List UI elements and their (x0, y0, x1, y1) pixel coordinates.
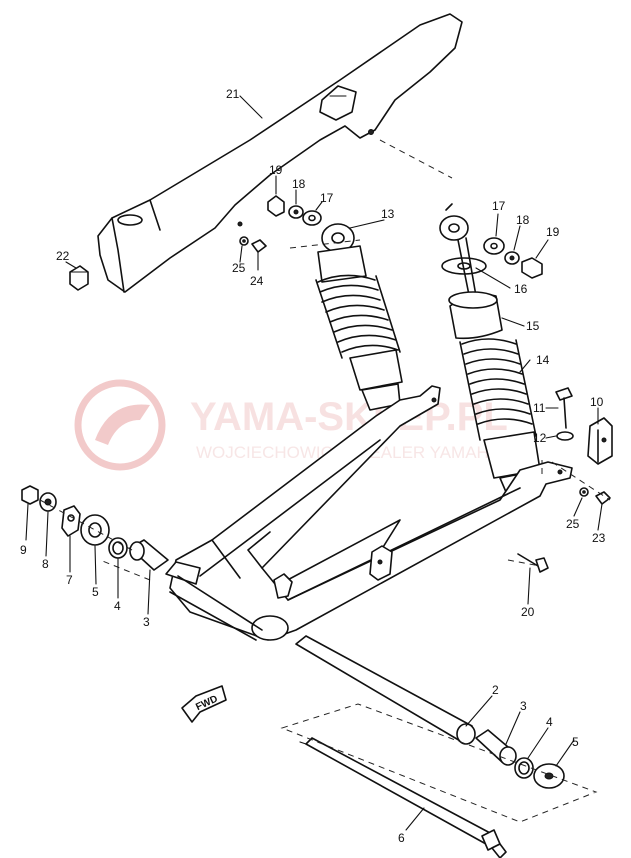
part-5-seal-left (80, 514, 110, 546)
part-23-bolt (595, 491, 611, 505)
callout-18-right: 18 (516, 213, 530, 227)
part-22-cap (69, 265, 89, 291)
part-25-washer-upper (239, 236, 249, 246)
callout-17-right: 17 (492, 199, 506, 213)
callout-2: 2 (492, 683, 499, 697)
callout-19-right: 19 (546, 225, 560, 239)
callout-7: 7 (66, 573, 73, 587)
part-25-washer-lower (579, 487, 589, 497)
part-6-pivot-shaft (299, 737, 507, 858)
callout-25-lower: 25 (566, 517, 580, 531)
part-8-washer (39, 492, 57, 512)
swing-arm-frame (165, 385, 573, 641)
callout-4-left: 4 (114, 599, 121, 613)
part-18-washer-left (288, 205, 304, 219)
callout-20: 20 (521, 605, 535, 619)
callout-21: 21 (226, 87, 240, 101)
callout-6: 6 (398, 831, 405, 845)
callout-labels: 21 22 25 24 19 18 17 13 17 18 19 16 15 1… (20, 87, 606, 845)
callout-18-left: 18 (292, 177, 306, 191)
part-17-washer-left (302, 210, 322, 226)
callout-13: 13 (381, 207, 395, 221)
callout-8: 8 (42, 557, 49, 571)
part-15-dust-cover (448, 291, 503, 340)
part-9-nut (21, 485, 39, 505)
watermark-title: YAMA-SKLEP.PL (190, 395, 508, 439)
part-4-ring-right (514, 757, 534, 779)
callout-5-left: 5 (92, 585, 99, 599)
callout-25-upper: 25 (232, 261, 246, 275)
part-2-pivot-collar (295, 635, 476, 745)
part-20-bolt (517, 553, 549, 573)
part-17-washer-right (483, 237, 505, 255)
callout-12: 12 (533, 431, 547, 445)
callout-9: 9 (20, 543, 27, 557)
callout-11: 11 (533, 401, 546, 415)
part-11-bolt (555, 387, 573, 429)
callout-3-left: 3 (143, 615, 150, 629)
part-24-bolt (251, 239, 267, 253)
callout-23: 23 (592, 531, 606, 545)
callout-24: 24 (250, 274, 264, 288)
part-19-cap-nut-left (267, 195, 285, 217)
callout-14: 14 (536, 353, 550, 367)
callout-17-left: 17 (320, 191, 334, 205)
callout-5-right: 5 (572, 735, 579, 749)
part-5-seal-right (533, 763, 565, 789)
part-10-bracket (587, 417, 613, 465)
part-3-bush-left (129, 539, 169, 571)
callout-4-right: 4 (546, 715, 553, 729)
part-16-right-shock-top (439, 203, 487, 301)
fwd-arrow-icon: FWD (181, 685, 227, 723)
callout-15: 15 (526, 319, 540, 333)
part-18-washer-right (504, 251, 520, 265)
part-4-ring-left (108, 537, 128, 559)
leader-lines (25, 95, 603, 831)
part-13-left-shock-absorber (315, 223, 403, 411)
callout-3-right: 3 (520, 699, 527, 713)
watermark: YAMA-SKLEP.PL WOJCIECHOWICZ | DEALER YAM… (74, 379, 508, 471)
callout-22: 22 (56, 249, 70, 263)
callout-19-left: 19 (269, 163, 283, 177)
guide-lines (39, 139, 611, 823)
callout-10: 10 (590, 395, 604, 409)
callout-16: 16 (514, 282, 528, 296)
part-12-washer (556, 431, 574, 441)
part-19-cap-nut-right (521, 257, 543, 279)
chain-case (97, 13, 463, 293)
part-7-plate (61, 505, 81, 537)
